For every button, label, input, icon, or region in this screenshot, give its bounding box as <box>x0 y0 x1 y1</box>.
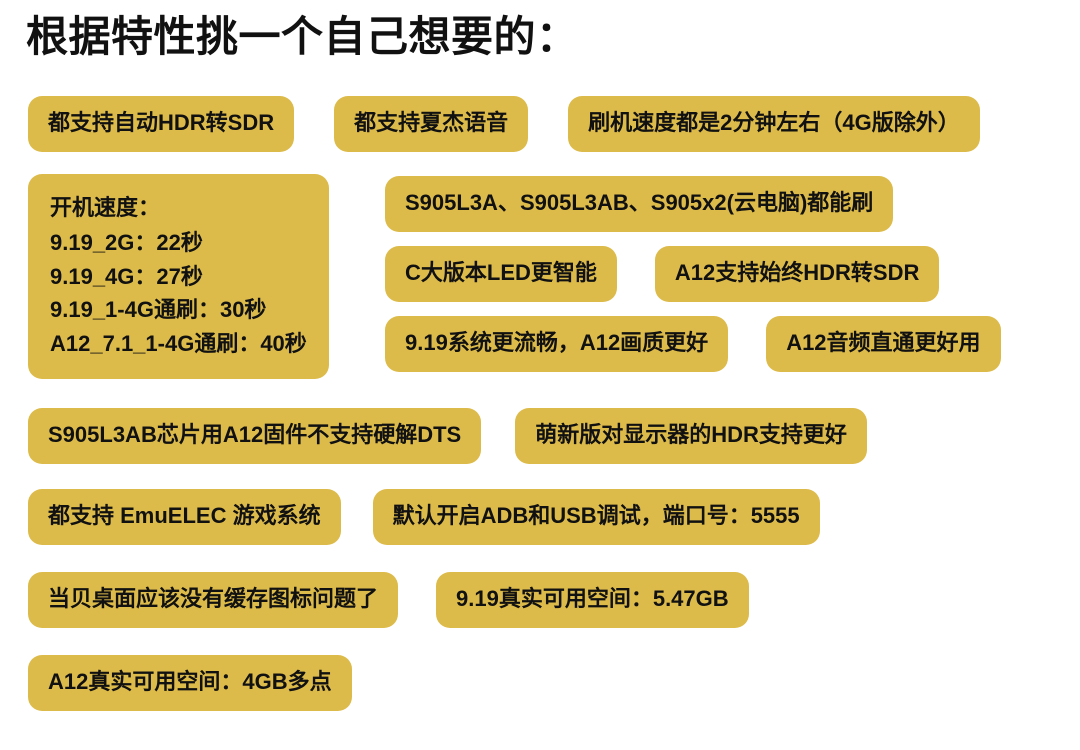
boot-speed-line-9-19-1-4g: 9.19_1-4G通刷：30秒 <box>50 297 267 323</box>
tag-newbie-monitor-hdr[interactable]: 萌新版对显示器的HDR支持更好 <box>515 408 867 464</box>
tag-auto-hdr-to-sdr[interactable]: 都支持自动HDR转SDR <box>28 96 295 152</box>
tag-a12-always-hdr-sdr[interactable]: A12支持始终HDR转SDR <box>654 246 940 302</box>
right-tag-column: S905L3A、S905L3AB、S905x2(云电脑)都能刷 C大版本LED更… <box>385 176 1080 372</box>
tag-flash-speed[interactable]: 刷机速度都是2分钟左右（4G版除外） <box>568 96 980 152</box>
tag-c-version-led[interactable]: C大版本LED更智能 <box>385 246 617 302</box>
boot-speed-heading: 开机速度： <box>50 195 161 220</box>
tag-xiajie-voice[interactable]: 都支持夏杰语音 <box>334 96 529 152</box>
tag-row-3: C大版本LED更智能 A12支持始终HDR转SDR <box>385 246 1080 302</box>
tag-boot-speed[interactable]: 开机速度： 9.19_2G：22秒 9.19_4G：27秒 9.19_1-4G通… <box>28 174 329 380</box>
boot-speed-column: 开机速度： 9.19_2G：22秒 9.19_4G：27秒 9.19_1-4G通… <box>28 174 329 380</box>
tag-adb-usb-debug-port[interactable]: 默认开启ADB和USB调试，端口号：5555 <box>372 489 820 545</box>
tag-919-smoother[interactable]: 9.19系统更流畅，A12画质更好 <box>385 316 729 372</box>
page-title: 根据特性挑一个自己想要的： <box>26 13 579 60</box>
tag-919-free-space[interactable]: 9.19真实可用空间：5.47GB <box>436 572 749 628</box>
boot-speed-line-9-19-4g: 9.19_4G：27秒 <box>50 263 203 289</box>
boot-speed-line-a12: A12_7.1_1-4G通刷：40秒 <box>50 330 307 356</box>
tag-emuelec-support[interactable]: 都支持 EmuELEC 游戏系统 <box>28 489 341 545</box>
tag-a12-audio-passthrough[interactable]: A12音频直通更好用 <box>766 316 1001 372</box>
tag-row-3b: 9.19系统更流畅，A12画质更好 A12音频直通更好用 <box>385 316 1080 372</box>
tag-supported-chips[interactable]: S905L3A、S905L3AB、S905x2(云电脑)都能刷 <box>385 176 894 232</box>
tag-row-2: S905L3A、S905L3AB、S905x2(云电脑)都能刷 <box>385 176 1080 232</box>
tag-row-7: A12真实可用空间：4GB多点 <box>0 655 1080 711</box>
tag-dangbei-desktop-cache[interactable]: 当贝桌面应该没有缓存图标问题了 <box>28 572 399 628</box>
tag-a12-free-space[interactable]: A12真实可用空间：4GB多点 <box>28 655 352 711</box>
tag-no-dts-hw-decode[interactable]: S905L3AB芯片用A12固件不支持硬解DTS <box>28 408 482 464</box>
boot-speed-line-9-19-2g: 9.19_2G：22秒 <box>50 230 203 256</box>
tag-row-6: 当贝桌面应该没有缓存图标问题了 9.19真实可用空间：5.47GB <box>0 572 1080 628</box>
tag-row-4: S905L3AB芯片用A12固件不支持硬解DTS 萌新版对显示器的HDR支持更好 <box>0 408 1080 464</box>
tag-row-1: 都支持自动HDR转SDR 都支持夏杰语音 刷机速度都是2分钟左右（4G版除外） <box>0 96 1080 152</box>
tag-row-5: 都支持 EmuELEC 游戏系统 默认开启ADB和USB调试，端口号：5555 <box>0 489 1080 545</box>
